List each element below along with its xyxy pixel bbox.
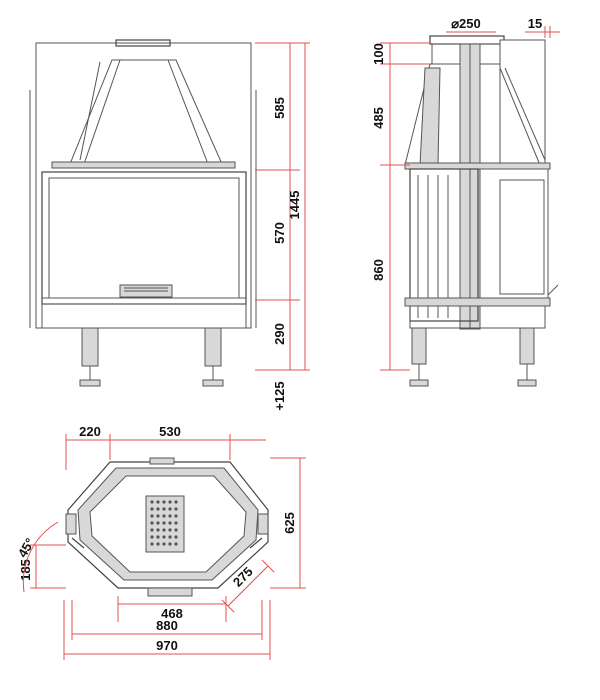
side-dim-flue-diameter: ⌀250 [451, 16, 481, 31]
plan-dim-side: 220 [79, 424, 101, 439]
front-dim-hood: 585 [272, 97, 287, 119]
front-view: 585 570 290 1445 +125 [29, 39, 310, 411]
plan-dim-outer-width: 970 [156, 638, 178, 653]
front-hood [69, 59, 223, 165]
plan-dim-opening: 468 [161, 606, 183, 621]
front-leg-right [202, 327, 224, 387]
plan-dim-diag: 275 [230, 564, 256, 590]
plan-view: 220 530 625 185 45° 275 468 880 970 [15, 424, 306, 660]
side-dim-offset: 15 [528, 16, 542, 31]
front-glass [48, 177, 240, 299]
plan-dim-angle: 45° [15, 535, 38, 560]
side-leg-left [409, 327, 429, 387]
side-leg-right [517, 327, 537, 387]
plan-dim-front-top: 530 [159, 424, 181, 439]
side-dim-body: 860 [371, 259, 386, 281]
front-dim-total: 1445 [287, 191, 302, 220]
side-dim-hood: 485 [371, 107, 386, 129]
front-leg-left [79, 327, 101, 387]
plan-dim-inner-width: 880 [156, 618, 178, 633]
front-dim-legs: +125 [272, 381, 287, 410]
side-view: ⌀250 15 100 485 860 [371, 16, 560, 387]
plan-dim-wing: 185 [18, 559, 33, 581]
plan-dim-depth: 625 [282, 512, 297, 534]
side-dim-collar: 100 [371, 43, 386, 65]
front-dim-glass: 570 [272, 222, 287, 244]
front-firebox-frame [41, 171, 247, 305]
front-dim-base: 290 [272, 323, 287, 345]
side-body [409, 168, 479, 322]
